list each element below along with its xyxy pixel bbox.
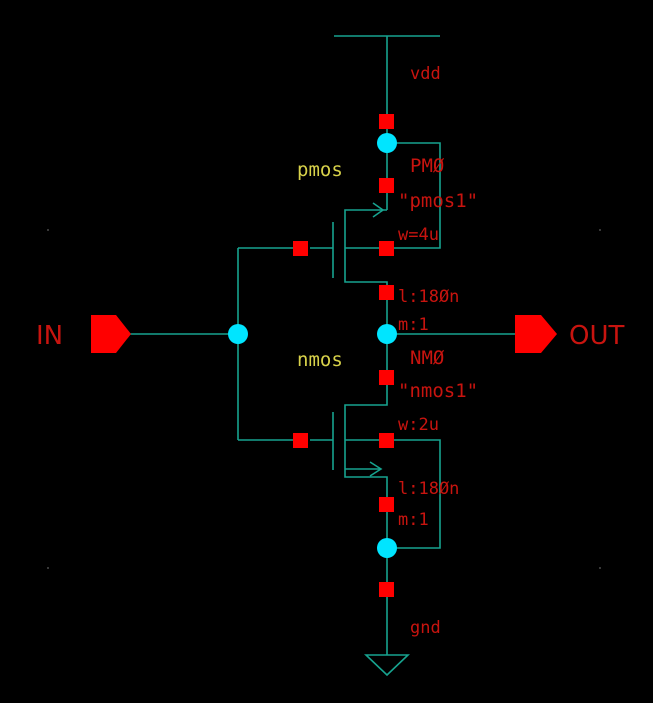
gnd-terminal[interactable]: [379, 582, 394, 597]
pmos-mult-label: m:1: [398, 315, 429, 335]
gnd-junction[interactable]: [377, 538, 397, 558]
junctions: [228, 133, 397, 558]
nmos-bulk-tie: [387, 439, 441, 549]
wires: [128, 35, 515, 677]
input-pin-label: IN: [36, 321, 63, 351]
nmos-source-terminal[interactable]: [379, 497, 394, 512]
pmos-instance-label: PMØ: [410, 155, 445, 177]
vdd-terminal[interactable]: [379, 114, 394, 129]
nmos-instance-label: NMØ: [410, 347, 445, 369]
gnd-label: gnd: [410, 618, 441, 638]
output-pin[interactable]: [515, 315, 557, 353]
pmos-drain-terminal[interactable]: [379, 285, 394, 300]
output-pin-label: OUT: [569, 321, 624, 351]
pmos-bulk-tie: [387, 142, 441, 249]
output-junction[interactable]: [377, 324, 397, 344]
nmos-mult-label: m:1: [398, 510, 429, 530]
terminals: [293, 114, 394, 597]
pmos-gate-terminal[interactable]: [293, 241, 308, 256]
pmos-source-terminal[interactable]: [379, 178, 394, 193]
nmos-width-label: w:2u: [398, 415, 439, 435]
nmos-cell-label: nmos: [297, 349, 343, 371]
input-junction[interactable]: [228, 324, 248, 344]
nmos-gate-terminal[interactable]: [293, 433, 308, 448]
pmos-bulk-terminal[interactable]: [379, 241, 394, 256]
input-pin[interactable]: [91, 315, 131, 353]
vdd-junction[interactable]: [377, 133, 397, 153]
pmos-length-label: l:18Øn: [398, 287, 459, 307]
gnd-symbol: [364, 654, 410, 677]
nmos-length-label: l:18Øn: [398, 479, 459, 499]
pmos-width-label: w=4u: [398, 225, 439, 245]
nmos-model-label: "nmos1": [398, 380, 478, 402]
vdd-label: vdd: [410, 64, 441, 84]
nmos-drain-terminal[interactable]: [379, 370, 394, 385]
pmos-model-label: "pmos1": [398, 190, 478, 212]
pmos-cell-label: pmos: [297, 159, 343, 181]
nmos-bulk-terminal[interactable]: [379, 433, 394, 448]
grid: [47, 229, 601, 569]
